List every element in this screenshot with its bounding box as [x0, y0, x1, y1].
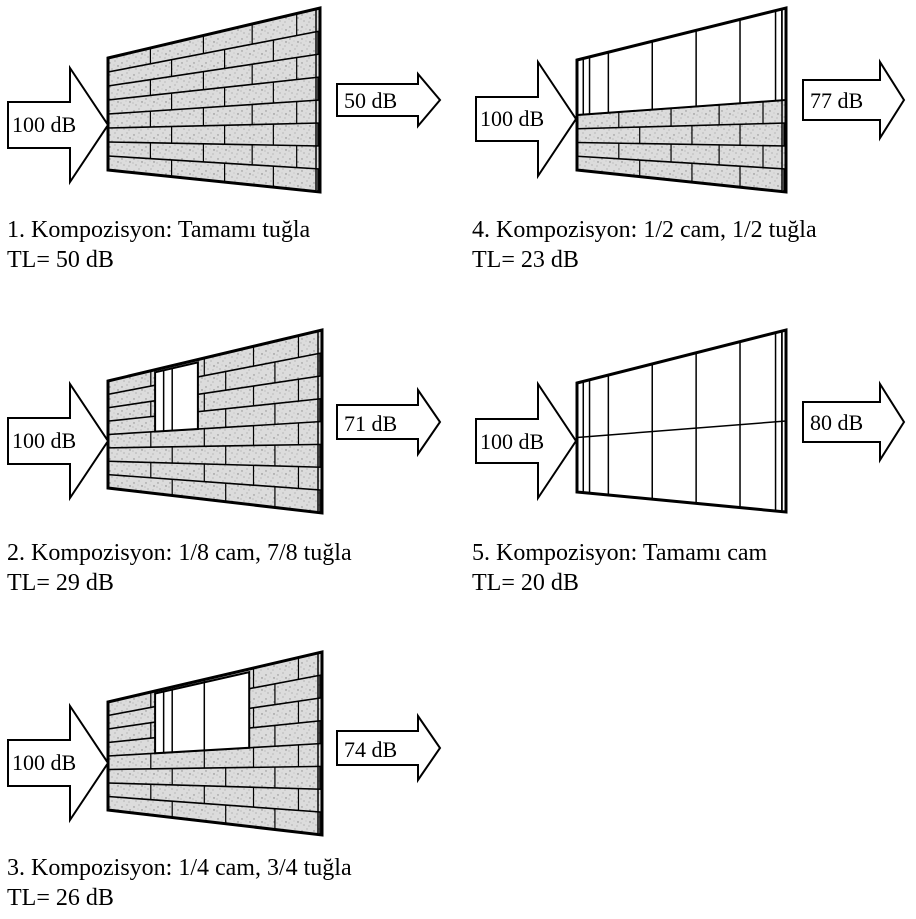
mortar-joint: [576, 122, 787, 130]
panel-5-incident-label: 100 dB: [480, 429, 544, 454]
panel-2-caption: 2. Kompozisyon: 1/8 cam, 7/8 tuğla TL= 2…: [7, 538, 352, 598]
panel-5-caption: 5. Kompozisyon: Tamamı cam TL= 20 dB: [472, 538, 767, 598]
mortar-joint: [107, 795, 323, 813]
mortar-joint: [107, 122, 321, 129]
panel-4: 100 dB 77 dB: [475, 6, 906, 194]
mortar-joint: [576, 141, 787, 147]
brick-surface: [108, 8, 320, 192]
panel-4-caption: 4. Kompozisyon: 1/2 cam, 1/2 tuğla TL= 2…: [472, 215, 817, 275]
panel-1-caption: 1. Kompozisyon: Tamamı tuğla TL= 50 dB: [7, 215, 310, 275]
window-opening: [154, 670, 251, 755]
panel-1: 100 dB 50 dB: [7, 6, 442, 194]
panel-4-transmitted-label: 77 dB: [810, 88, 863, 113]
wall-outline: [106, 650, 324, 837]
panel-2-wall: [106, 328, 324, 515]
panel-3-wall: [106, 650, 324, 837]
panel-1-wall: [106, 6, 322, 194]
panel-4-composition: 4. Kompozisyon: 1/2 cam, 1/2 tuğla: [472, 217, 817, 243]
wall-outline: [575, 6, 788, 194]
mortar-joint: [107, 30, 321, 73]
mortar-joint: [107, 53, 321, 87]
panel-5-composition: 5. Kompozisyon: Tamamı cam: [472, 540, 768, 566]
mortar-joint: [107, 460, 323, 469]
panel-3-incident-label: 100 dB: [12, 750, 76, 775]
brick-surface: [577, 100, 786, 192]
mortar-joint: [107, 374, 323, 409]
panel-2-tl: TL= 29 dB: [7, 570, 114, 596]
mortar-joint: [107, 765, 323, 771]
mortar-joint: [107, 352, 323, 396]
panel-5-tl: TL= 20 dB: [472, 570, 579, 596]
wall-outline: [106, 6, 322, 194]
panel-5-wall: [575, 328, 788, 514]
panel-3-transmitted-label: 74 dB: [344, 737, 397, 762]
panel-3-incident-arrow: 100 dB: [7, 702, 110, 824]
panel-4-tl: TL= 23 dB: [472, 247, 579, 273]
brick-surface: [108, 330, 322, 513]
panel-4-transmitted-arrow: 77 dB: [802, 58, 906, 142]
mortar-joint: [107, 420, 323, 436]
panel-5-transmitted-arrow: 80 dB: [802, 380, 906, 464]
panel-2-transmitted-arrow: 71 dB: [336, 386, 442, 458]
mortar-joint: [107, 473, 323, 491]
glass-transom: [576, 420, 787, 439]
panel-2-composition: 2. Kompozisyon: 1/8 cam, 7/8 tuğla: [7, 540, 352, 566]
panel-5: 100 dB 80 dB: [475, 328, 906, 514]
panel-3: 100 dB 74 dB: [7, 650, 442, 837]
mortar-joint: [107, 141, 321, 147]
panel-3-caption: 3. Kompozisyon: 1/4 cam, 3/4 tuğla TL= 2…: [7, 853, 352, 913]
panel-1-composition: 1. Kompozisyon: Tamamı tuğla: [7, 217, 311, 243]
window-opening: [154, 361, 199, 433]
panel-4-incident-label: 100 dB: [480, 106, 544, 131]
panel-1-tl: TL= 50 dB: [7, 247, 114, 273]
panel-3-tl: TL= 26 dB: [7, 885, 114, 911]
panel-2-transmitted-label: 71 dB: [344, 411, 397, 436]
mortar-joint: [107, 397, 323, 422]
wall-outline: [575, 328, 788, 514]
panel-4-wall: [575, 6, 788, 194]
panel-1-transmitted-arrow: 50 dB: [336, 71, 442, 129]
wall-outline: [106, 328, 324, 515]
panel-3-composition: 3. Kompozisyon: 1/4 cam, 3/4 tuğla: [7, 855, 352, 881]
mortar-joint: [107, 76, 321, 101]
mortar-joint: [107, 155, 321, 170]
panel-2-incident-label: 100 dB: [12, 428, 76, 453]
mortar-joint: [107, 443, 323, 449]
panel-2: 100 dB 71 dB: [7, 328, 442, 515]
panel-1-transmitted-label: 50 dB: [344, 88, 397, 113]
panel-4-incident-arrow: 100 dB: [475, 58, 578, 180]
mortar-joint: [107, 782, 323, 791]
panel-5-transmitted-label: 80 dB: [810, 410, 863, 435]
mortar-joint: [107, 99, 321, 115]
panel-5-incident-arrow: 100 dB: [475, 380, 578, 502]
mortar-joint: [576, 155, 787, 170]
panel-2-incident-arrow: 100 dB: [7, 380, 110, 502]
panel-3-transmitted-arrow: 74 dB: [336, 712, 442, 784]
panel-1-incident-arrow: 100 dB: [7, 64, 110, 186]
panel-1-incident-label: 100 dB: [12, 112, 76, 137]
